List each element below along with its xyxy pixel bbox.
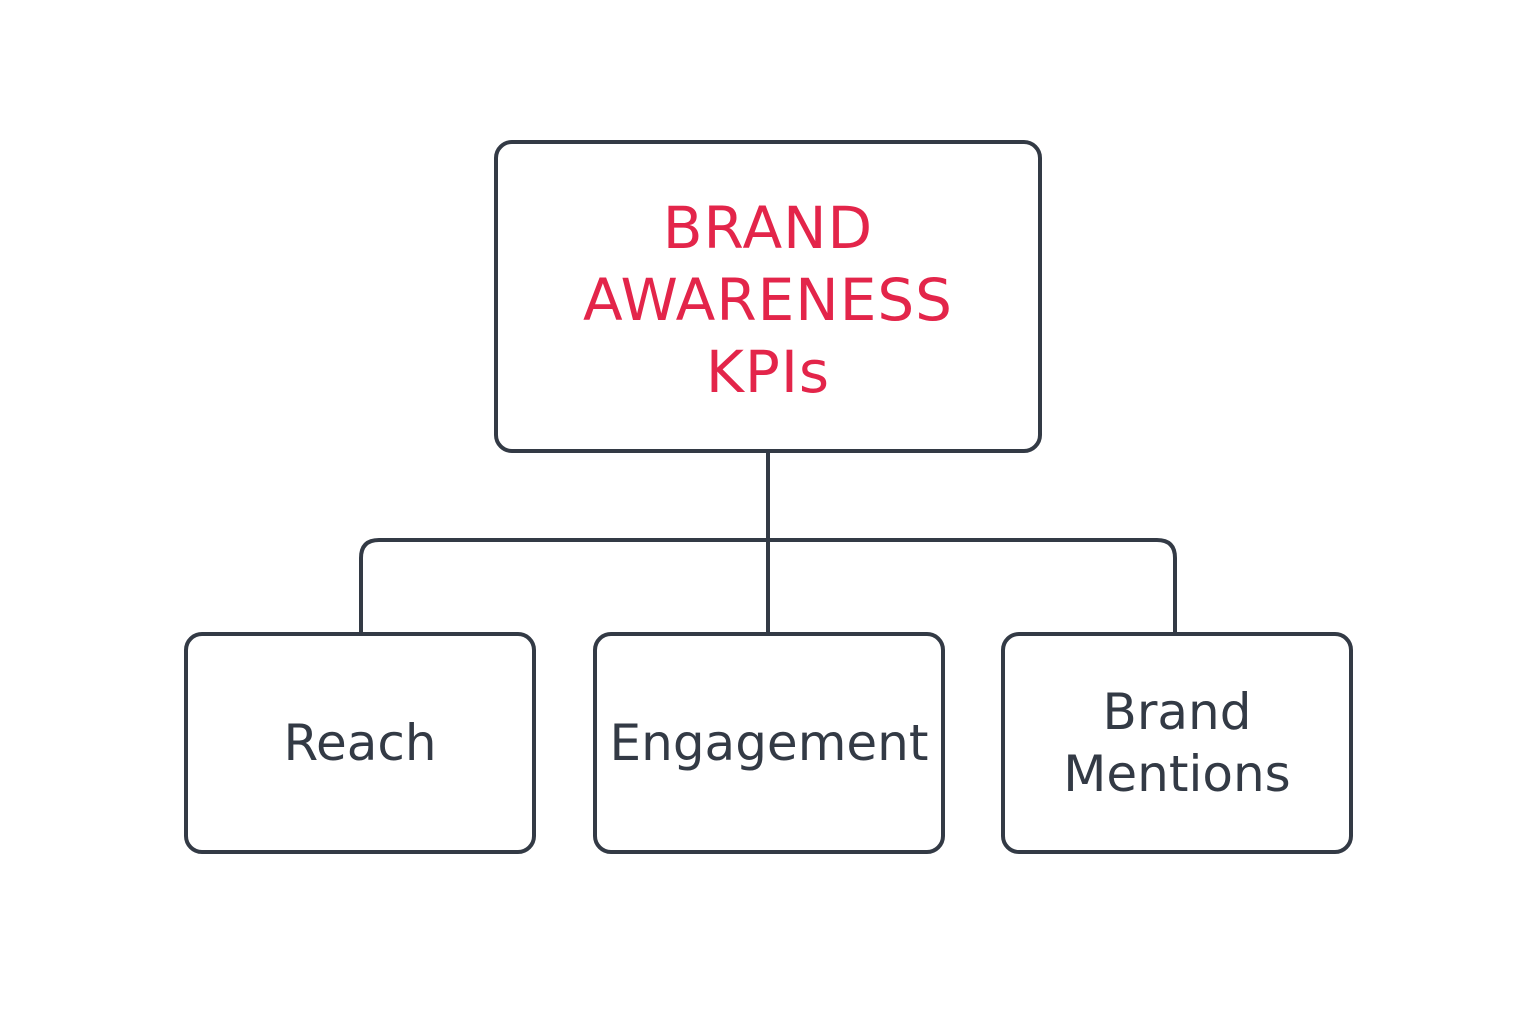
root-node-label: BRAND AWARENESS KPIs [583,193,953,406]
child-node-label: Brand Mentions [1063,683,1291,803]
child-node-reach: Reach [184,632,536,854]
branch-connector [359,538,1177,636]
child-node-brand-mentions: Brand Mentions [1001,632,1353,854]
child-node-engagement: Engagement [593,632,945,854]
child-node-label: Engagement [609,714,929,772]
root-node-box: BRAND AWARENESS KPIs [494,140,1042,453]
child-node-label: Reach [283,714,437,772]
